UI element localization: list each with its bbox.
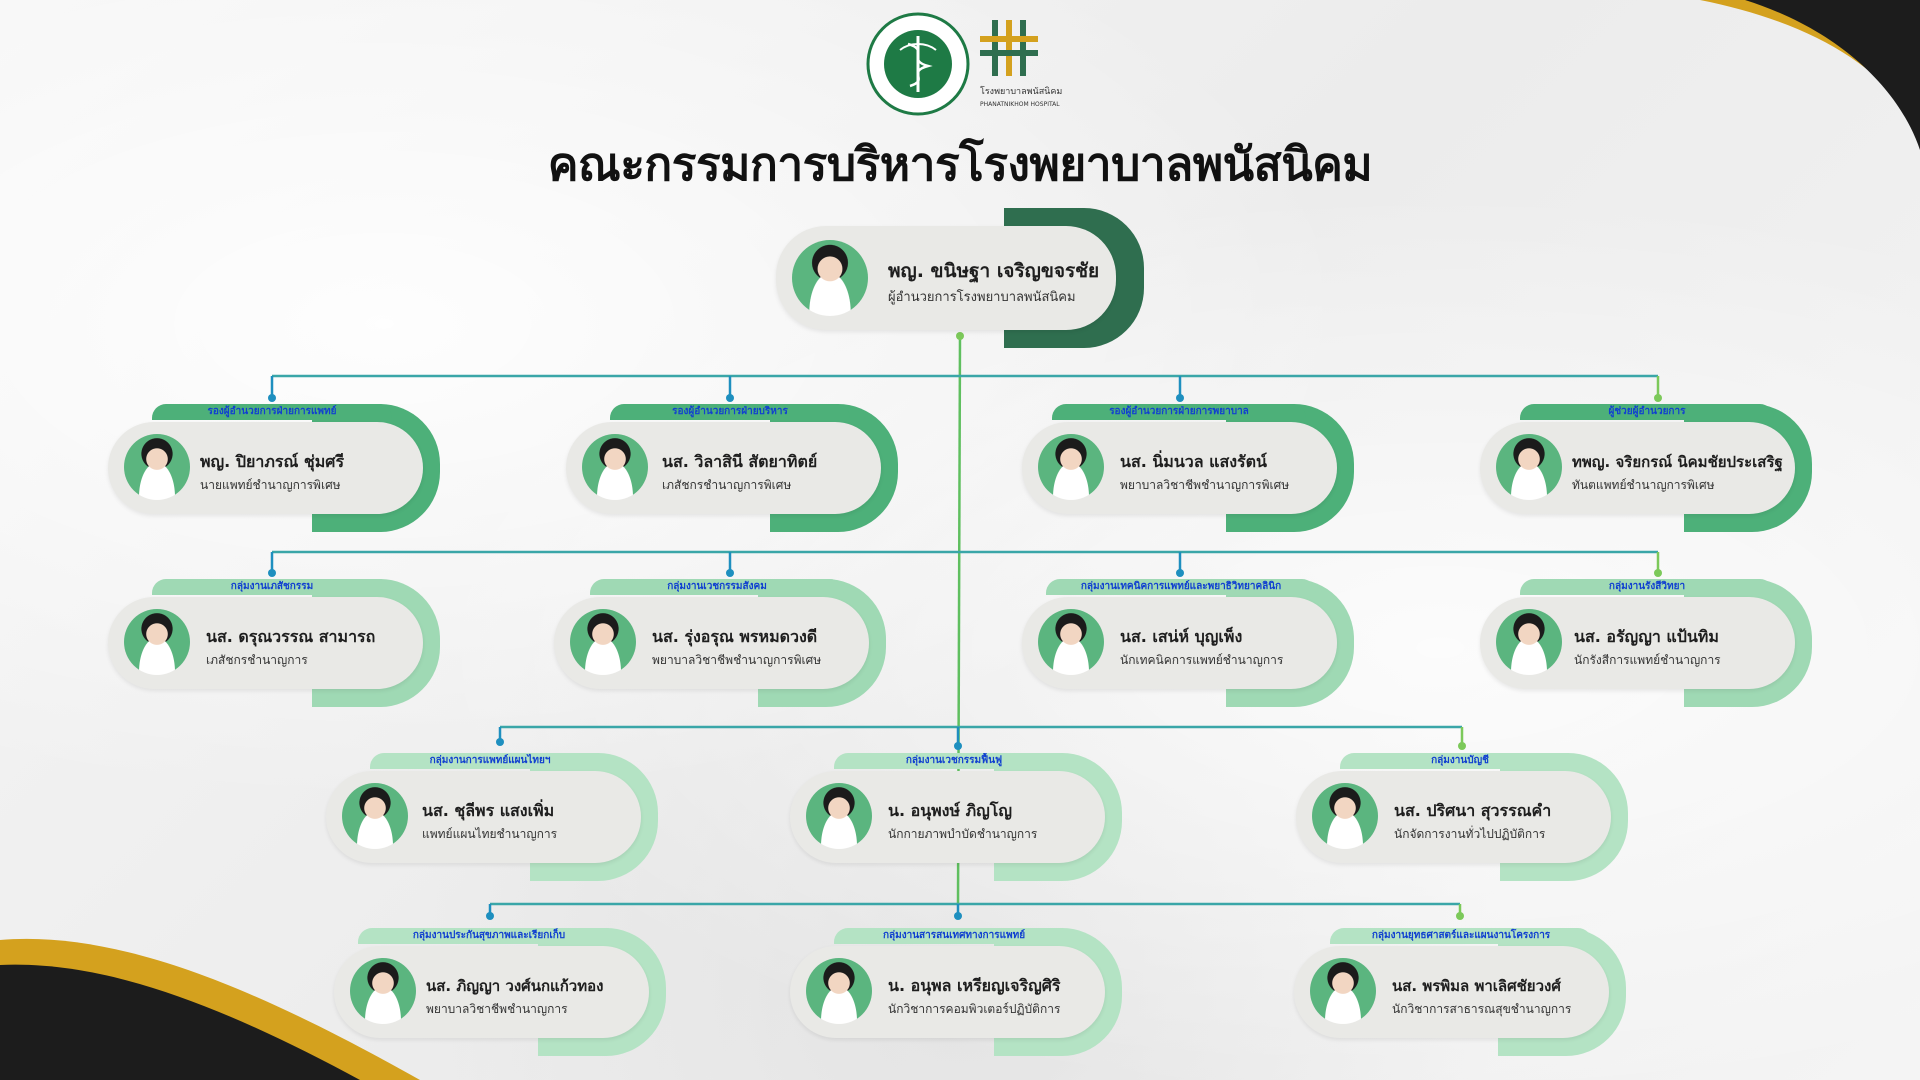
person-name: นส. เสน่ห์ บุญเพ็ง [1120, 625, 1242, 650]
node-dot [1654, 569, 1662, 577]
group-tag: กลุ่มงานเวชกรรมสังคม [590, 579, 844, 595]
person-photo-icon [582, 434, 648, 500]
node-dot [486, 912, 494, 920]
person-role: นักเทคนิคการแพทย์ชำนาญการ [1120, 651, 1283, 670]
node-dot [496, 738, 504, 746]
person-photo-icon [806, 783, 872, 849]
person-role: แพทย์แผนไทยชำนาญการ [422, 825, 557, 844]
person-role: ทันตแพทย์ชำนาญการพิเศษ [1572, 476, 1715, 495]
person-photo-icon [1038, 609, 1104, 675]
group-tag: กลุ่มงานเภสัชกรรม [152, 579, 392, 595]
person-role: นักวิชาการคอมพิวเตอร์ปฏิบัติการ [888, 1000, 1060, 1019]
person-role: เภสัชกรชำนาญการ [206, 651, 308, 670]
person-photo-icon [124, 609, 190, 675]
group-tag: กลุ่มงานประกันสุขภาพและเรียกเก็บ [358, 928, 620, 944]
person-name: นส. รุ่งอรุณ พรหมดวงดี [652, 625, 817, 650]
group-card[interactable]: กลุ่มงานเภสัชกรรม นส. ดรุณวรรณ สามารถ เภ… [108, 579, 440, 707]
group-tag: กลุ่มงานการแพทย์แผนไทยฯ [370, 753, 610, 769]
group-card[interactable]: กลุ่มงานบัญชี นส. ปริศนา สุวรรณคำ นักจัด… [1296, 753, 1628, 881]
person-photo-icon [124, 434, 190, 500]
person-photo-icon [1310, 958, 1376, 1024]
person-photo-icon [342, 783, 408, 849]
hospital-name-th: โรงพยาบาลพนัสนิคม [980, 86, 1062, 97]
person-role: ผู้อำนวยการโรงพยาบาลพนัสนิคม [888, 286, 1076, 307]
group-tag: กลุ่มงานรังสีวิทยา [1520, 579, 1774, 595]
group-tag: ผู้ช่วยผู้อำนวยการ [1520, 404, 1774, 420]
person-role: นักวิชาการสาธารณสุขชำนาญการ [1392, 1000, 1571, 1019]
person-photo-icon [1038, 434, 1104, 500]
person-name: น. อนุพงษ์ ภิญโญ [888, 799, 1012, 824]
person-name: ทพญ. จริยกรณ์ นิคมชัยประเสริฐ [1572, 450, 1783, 474]
node-dot [1654, 394, 1662, 402]
person-photo-icon [1496, 434, 1562, 500]
person-name: นส. ปริศนา สุวรรณคำ [1394, 799, 1551, 824]
person-photo-icon [792, 240, 868, 316]
group-card[interactable]: กลุ่มงานเวชกรรมฟื้นฟู น. อนุพงษ์ ภิญโญ น… [790, 753, 1122, 881]
person-role: นักกายภาพบำบัดชำนาญการ [888, 825, 1037, 844]
group-card[interactable]: กลุ่มงานยุทธศาสตร์และแผนงานโครงการ นส. พ… [1294, 928, 1626, 1056]
group-tag: กลุ่มงานยุทธศาสตร์และแผนงานโครงการ [1330, 928, 1592, 944]
group-card[interactable]: กลุ่มงานรังสีวิทยา นส. อรัญญา แป้นทิม นั… [1480, 579, 1812, 707]
node-dot [1176, 394, 1184, 402]
hospital-cross-logo-icon [980, 20, 1038, 76]
person-name: พญ. ปิยาภรณ์ ชุ่มศรี [200, 450, 344, 475]
moph-seal-icon [868, 14, 968, 114]
person-role: นักจัดการงานทั่วไปปฏิบัติการ [1394, 825, 1545, 844]
person-role: พยาบาลวิชาชีพชำนาญการพิเศษ [1120, 476, 1289, 495]
group-tag: กลุ่มงานบัญชี [1340, 753, 1580, 769]
page-title: คณะกรรมการบริหารโรงพยาบาลพนัสนิคม [0, 128, 1920, 201]
person-name: นส. ดรุณวรรณ สามารถ [206, 625, 375, 650]
node-dot [1458, 742, 1466, 750]
node-dot [954, 912, 962, 920]
person-role: เภสัชกรชำนาญการพิเศษ [662, 476, 791, 495]
node-dot [1176, 569, 1184, 577]
person-name: นส. วิลาสินี สัตยาทิตย์ [662, 450, 817, 475]
person-name: นส. ชุลีพร แสงเพิ่ม [422, 799, 554, 824]
node-dot [268, 394, 276, 402]
deputy-card[interactable]: ผู้ช่วยผู้อำนวยการ ทพญ. จริยกรณ์ นิคมชัย… [1480, 404, 1812, 532]
group-card[interactable]: กลุ่มงานการแพทย์แผนไทยฯ นส. ชุลีพร แสงเพ… [326, 753, 658, 881]
person-photo-icon [1496, 609, 1562, 675]
person-name: นส. นิ่มนวล แสงรัตน์ [1120, 450, 1267, 475]
group-tag: รองผู้อำนวยการฝ่ายบริหาร [610, 404, 850, 420]
group-tag: กลุ่มงานเทคนิคการแพทย์และพยาธิวิทยาคลินิ… [1046, 579, 1316, 595]
node-dot [726, 394, 734, 402]
person-role: นักรังสีการแพทย์ชำนาญการ [1574, 651, 1721, 670]
logo-group: โรงพยาบาลพนัสนิคม PHANATNIKHOM HOSPITAL [860, 10, 1070, 120]
node-dot [954, 742, 962, 750]
hospital-name-en: PHANATNIKHOM HOSPITAL [980, 101, 1060, 108]
group-tag: กลุ่มงานสารสนเทศทางการแพทย์ [834, 928, 1074, 944]
person-photo-icon [350, 958, 416, 1024]
person-name: นส. พรพิมล พาเลิศชัยวงศ์ [1392, 974, 1561, 998]
node-dot [268, 569, 276, 577]
deputy-card[interactable]: รองผู้อำนวยการฝ่ายการพยาบาล นส. นิ่มนวล … [1022, 404, 1354, 532]
group-card[interactable]: กลุ่มงานเวชกรรมสังคม นส. รุ่งอรุณ พรหมดว… [554, 579, 886, 707]
group-card[interactable]: กลุ่มงานสารสนเทศทางการแพทย์ น. อนุพล เหร… [790, 928, 1122, 1056]
group-tag: รองผู้อำนวยการฝ่ายการแพทย์ [152, 404, 392, 420]
person-photo-icon [1312, 783, 1378, 849]
person-name: พญ. ขนิษฐา เจริญขจรชัย [888, 256, 1099, 286]
node-dot [726, 569, 734, 577]
person-photo-icon [806, 958, 872, 1024]
group-tag: รองผู้อำนวยการฝ่ายการพยาบาล [1052, 404, 1306, 420]
director-card[interactable]: พญ. ขนิษฐา เจริญขจรชัย ผู้อำนวยการโรงพยา… [776, 208, 1144, 348]
person-name: นส. ภิญญา วงศ์นกแก้วทอง [426, 974, 603, 998]
person-role: พยาบาลวิชาชีพชำนาญการ [426, 1000, 568, 1019]
header-logos: โรงพยาบาลพนัสนิคม PHANATNIKHOM HOSPITAL [860, 10, 1070, 120]
group-tag: กลุ่มงานเวชกรรมฟื้นฟู [834, 753, 1074, 769]
deputy-card[interactable]: รองผู้อำนวยการฝ่ายการแพทย์ พญ. ปิยาภรณ์ … [108, 404, 440, 532]
person-role: นายแพทย์ชำนาญการพิเศษ [200, 476, 341, 495]
deputy-card[interactable]: รองผู้อำนวยการฝ่ายบริหาร นส. วิลาสินี สั… [566, 404, 898, 532]
node-dot [1456, 912, 1464, 920]
person-photo-icon [570, 609, 636, 675]
person-role: พยาบาลวิชาชีพชำนาญการพิเศษ [652, 651, 821, 670]
person-name: น. อนุพล เหรียญเจริญศิริ [888, 974, 1061, 999]
group-card[interactable]: กลุ่มงานเทคนิคการแพทย์และพยาธิวิทยาคลินิ… [1022, 579, 1354, 707]
person-name: นส. อรัญญา แป้นทิม [1574, 625, 1719, 650]
group-card[interactable]: กลุ่มงานประกันสุขภาพและเรียกเก็บ นส. ภิญ… [334, 928, 666, 1056]
